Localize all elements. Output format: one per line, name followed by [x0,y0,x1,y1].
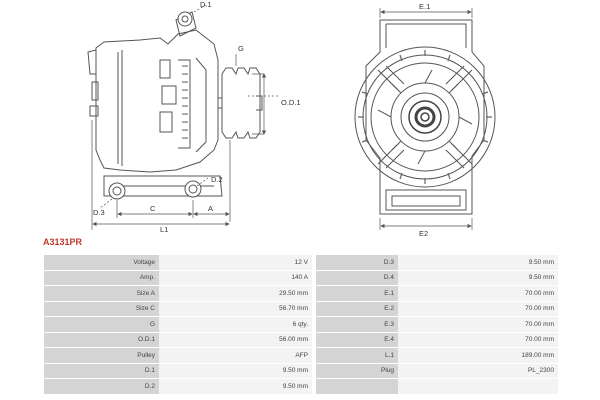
spec-value: 70.00 mm [398,301,558,316]
table-row: Size A 29.50 mm E.1 70.00 mm [44,286,558,301]
table-row: Size C 56.70 mm E.2 70.00 mm [44,301,558,316]
spec-label: Voltage [44,255,159,270]
table-row: Voltage 12 V D.3 9.50 mm [44,255,558,270]
spec-value: 70.00 mm [398,332,558,347]
spec-value: 189.00 mm [398,348,558,363]
table-row: O.D.1 56.00 mm E.4 70.00 mm [44,332,558,347]
label-a: A [208,204,213,213]
spec-label [316,379,398,394]
label-d1: D.1 [200,0,212,9]
label-e2: E2 [419,229,428,238]
column-gap [312,332,316,347]
spec-label: E.4 [316,332,398,347]
column-gap [312,255,316,270]
front-teeth [358,50,492,184]
spec-label: Size A [44,286,159,301]
label-od1: O.D.1 [281,98,301,107]
label-e1: E.1 [419,2,430,11]
label-l1: L1 [160,225,168,234]
spec-value: 70.00 mm [398,286,558,301]
part-number-title: A3131PR [43,237,83,247]
spec-value: 140 A [159,270,312,285]
spec-value: 12 V [159,255,312,270]
spec-value: AFP [159,348,312,363]
column-gap [312,317,316,332]
spec-value: 29.50 mm [159,286,312,301]
spec-value: 9.50 mm [159,379,312,394]
table-row: Pulley AFP L.1 189.00 mm [44,348,558,363]
column-gap [312,301,316,316]
spec-label: D.1 [44,363,159,378]
spec-value: 9.50 mm [159,363,312,378]
spec-label: D.2 [44,379,159,394]
label-d3: D.3 [93,208,105,217]
spec-value: 9.50 mm [398,270,558,285]
front-view-dimensions [379,8,473,230]
side-view-dimensions [91,4,278,230]
spec-value: 56.00 mm [159,332,312,347]
table-row: D.1 9.50 mm Plug PL_2300 [44,363,558,378]
label-c: C [150,204,156,213]
spec-label: E.2 [316,301,398,316]
front-view [354,19,496,215]
column-gap [312,270,316,285]
column-gap [312,379,316,394]
spec-value [398,379,558,394]
table-row: G 6 qty. E.3 70.00 mm [44,317,558,332]
spec-label: E.3 [316,317,398,332]
table-row: Amp. 140 A D.4 9.50 mm [44,270,558,285]
spec-value: 9.50 mm [398,255,558,270]
spec-label: O.D.1 [44,332,159,347]
spec-label: Plug [316,363,398,378]
spec-value: PL_2300 [398,363,558,378]
column-gap [312,363,316,378]
side-view [87,11,263,197]
table-row: D.2 9.50 mm [44,379,558,394]
spec-value: 6 qty. [159,317,312,332]
spec-label: Amp. [44,270,159,285]
front-hub [408,100,442,134]
spec-value: 56.70 mm [159,301,312,316]
column-gap [312,286,316,301]
mount-holes-side [108,11,202,200]
spec-label: L.1 [316,348,398,363]
column-gap [312,348,316,363]
spec-label: D.3 [316,255,398,270]
spec-label: D.4 [316,270,398,285]
alternator-technical-drawing: D.1 G O.D.1 D.2 D.3 C A L1 E.1 E2 [87,0,496,238]
spec-table: Voltage 12 V D.3 9.50 mm Amp. 140 A D.4 … [44,254,558,395]
label-d2: D.2 [211,175,223,184]
label-g: G [238,44,244,53]
spec-label: E.1 [316,286,398,301]
spec-label: Pulley [44,348,159,363]
spec-label: Size C [44,301,159,316]
spec-value: 70.00 mm [398,317,558,332]
spec-label: G [44,317,159,332]
